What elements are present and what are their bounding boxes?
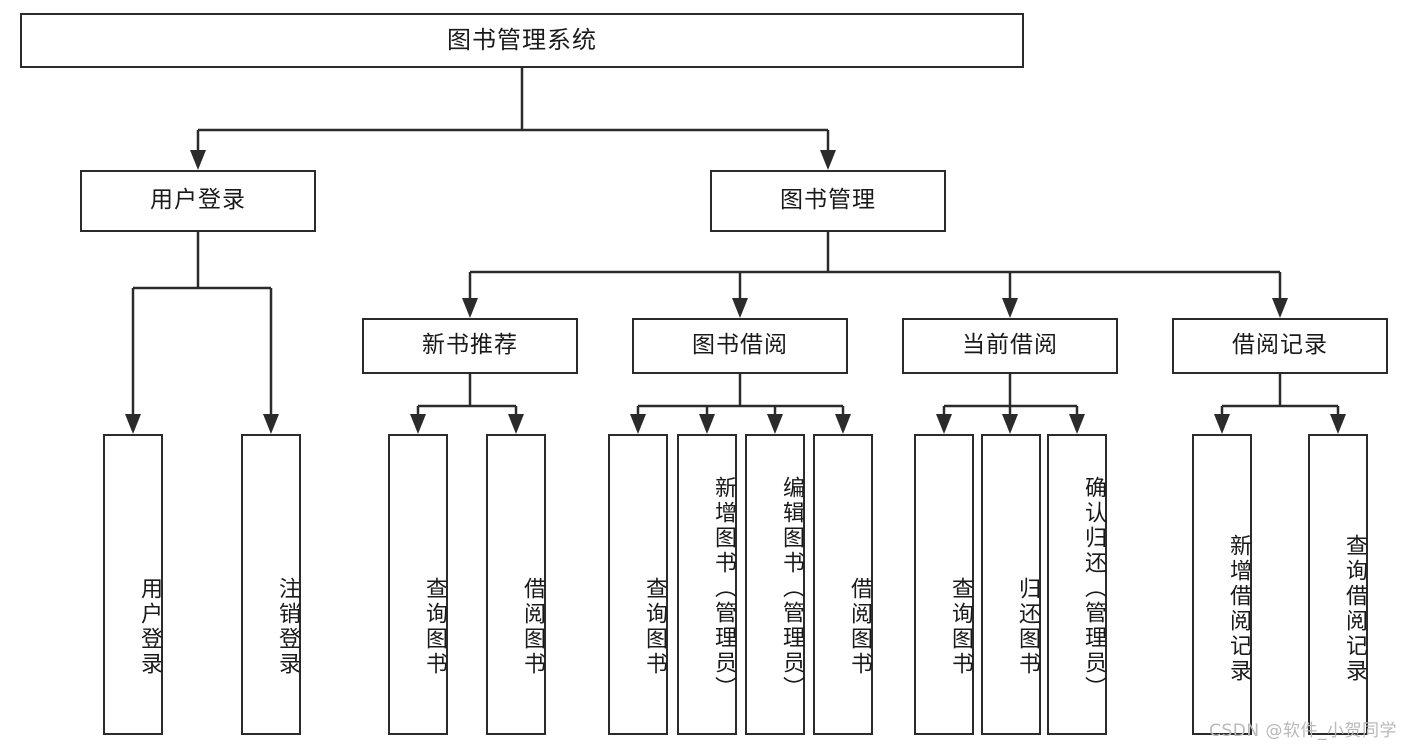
node-leaf-user-login-label: 用户登录 <box>137 576 162 677</box>
arrow-book-borrow-1 <box>630 414 646 434</box>
arrow-to-new-book <box>462 298 478 318</box>
arrow-book-borrow-2 <box>699 414 715 434</box>
arrow-user-login-1 <box>125 414 141 434</box>
node-borrow-record-label: 借阅记录 <box>1232 332 1328 359</box>
node-leaf-confirm-return-label: 确认归还（管理员） <box>1081 476 1106 701</box>
node-leaf-add-book-label: 新增图书（管理员） <box>711 476 736 701</box>
arrow-to-book-manage <box>820 150 836 170</box>
arrow-new-book-1 <box>410 414 426 434</box>
arrow-to-book-borrow <box>732 298 748 318</box>
node-book-manage-label: 图书管理 <box>780 187 876 214</box>
arrow-borrow-record-2 <box>1330 414 1346 434</box>
arrow-current-borrow-1 <box>936 414 952 434</box>
arrow-current-borrow-3 <box>1069 414 1085 434</box>
node-leaf-logout[interactable]: 注销登录 <box>241 434 301 735</box>
node-book-manage[interactable]: 图书管理 <box>710 170 946 232</box>
arrow-to-borrow-record <box>1272 298 1288 318</box>
node-leaf-borrow-book-label: 借阅图书 <box>847 576 872 677</box>
arrow-to-current-borrow <box>1002 298 1018 318</box>
node-user-login[interactable]: 用户登录 <box>80 170 316 232</box>
node-leaf-return-book[interactable]: 归还图书 <box>981 434 1041 735</box>
node-leaf-user-login[interactable]: 用户登录 <box>103 434 163 735</box>
node-leaf-new-book-borrow-label: 借阅图书 <box>520 576 545 677</box>
node-leaf-current-query[interactable]: 查询图书 <box>914 434 974 735</box>
node-leaf-new-book-query-label: 查询图书 <box>422 576 447 677</box>
node-user-login-label: 用户登录 <box>150 187 246 214</box>
node-leaf-current-query-label: 查询图书 <box>948 576 973 677</box>
node-borrow-record[interactable]: 借阅记录 <box>1172 318 1388 374</box>
arrow-current-borrow-2 <box>1002 414 1018 434</box>
node-leaf-query-record-label: 查询借阅记录 <box>1342 533 1367 684</box>
arrow-new-book-2 <box>508 414 524 434</box>
arrow-book-borrow-4 <box>835 414 851 434</box>
node-leaf-return-book-label: 归还图书 <box>1015 576 1040 677</box>
node-book-borrow-label: 图书借阅 <box>692 332 788 359</box>
node-new-book-recommend[interactable]: 新书推荐 <box>362 318 578 374</box>
node-leaf-add-record-label: 新增借阅记录 <box>1226 533 1251 684</box>
node-leaf-logout-label: 注销登录 <box>275 576 300 677</box>
node-leaf-borrow-query[interactable]: 查询图书 <box>608 434 668 735</box>
node-leaf-query-record[interactable]: 查询借阅记录 <box>1308 434 1368 735</box>
node-leaf-edit-book[interactable]: 编辑图书（管理员） <box>745 434 805 735</box>
node-leaf-new-book-query[interactable]: 查询图书 <box>388 434 448 735</box>
node-leaf-add-book[interactable]: 新增图书（管理员） <box>677 434 737 735</box>
node-current-borrow[interactable]: 当前借阅 <box>902 318 1118 374</box>
node-leaf-borrow-query-label: 查询图书 <box>642 576 667 677</box>
arrow-to-user-login <box>190 150 206 170</box>
node-current-borrow-label: 当前借阅 <box>962 332 1058 359</box>
arrow-borrow-record-1 <box>1214 414 1230 434</box>
node-leaf-add-record[interactable]: 新增借阅记录 <box>1192 434 1252 735</box>
node-new-book-recommend-label: 新书推荐 <box>422 332 518 359</box>
node-root[interactable]: 图书管理系统 <box>20 13 1024 68</box>
arrow-book-borrow-3 <box>767 414 783 434</box>
arrow-user-login-2 <box>263 414 279 434</box>
node-leaf-borrow-book[interactable]: 借阅图书 <box>813 434 873 735</box>
node-leaf-new-book-borrow[interactable]: 借阅图书 <box>486 434 546 735</box>
node-leaf-confirm-return[interactable]: 确认归还（管理员） <box>1047 434 1107 735</box>
node-leaf-edit-book-label: 编辑图书（管理员） <box>779 476 804 701</box>
node-root-label: 图书管理系统 <box>447 26 597 55</box>
node-book-borrow[interactable]: 图书借阅 <box>632 318 848 374</box>
